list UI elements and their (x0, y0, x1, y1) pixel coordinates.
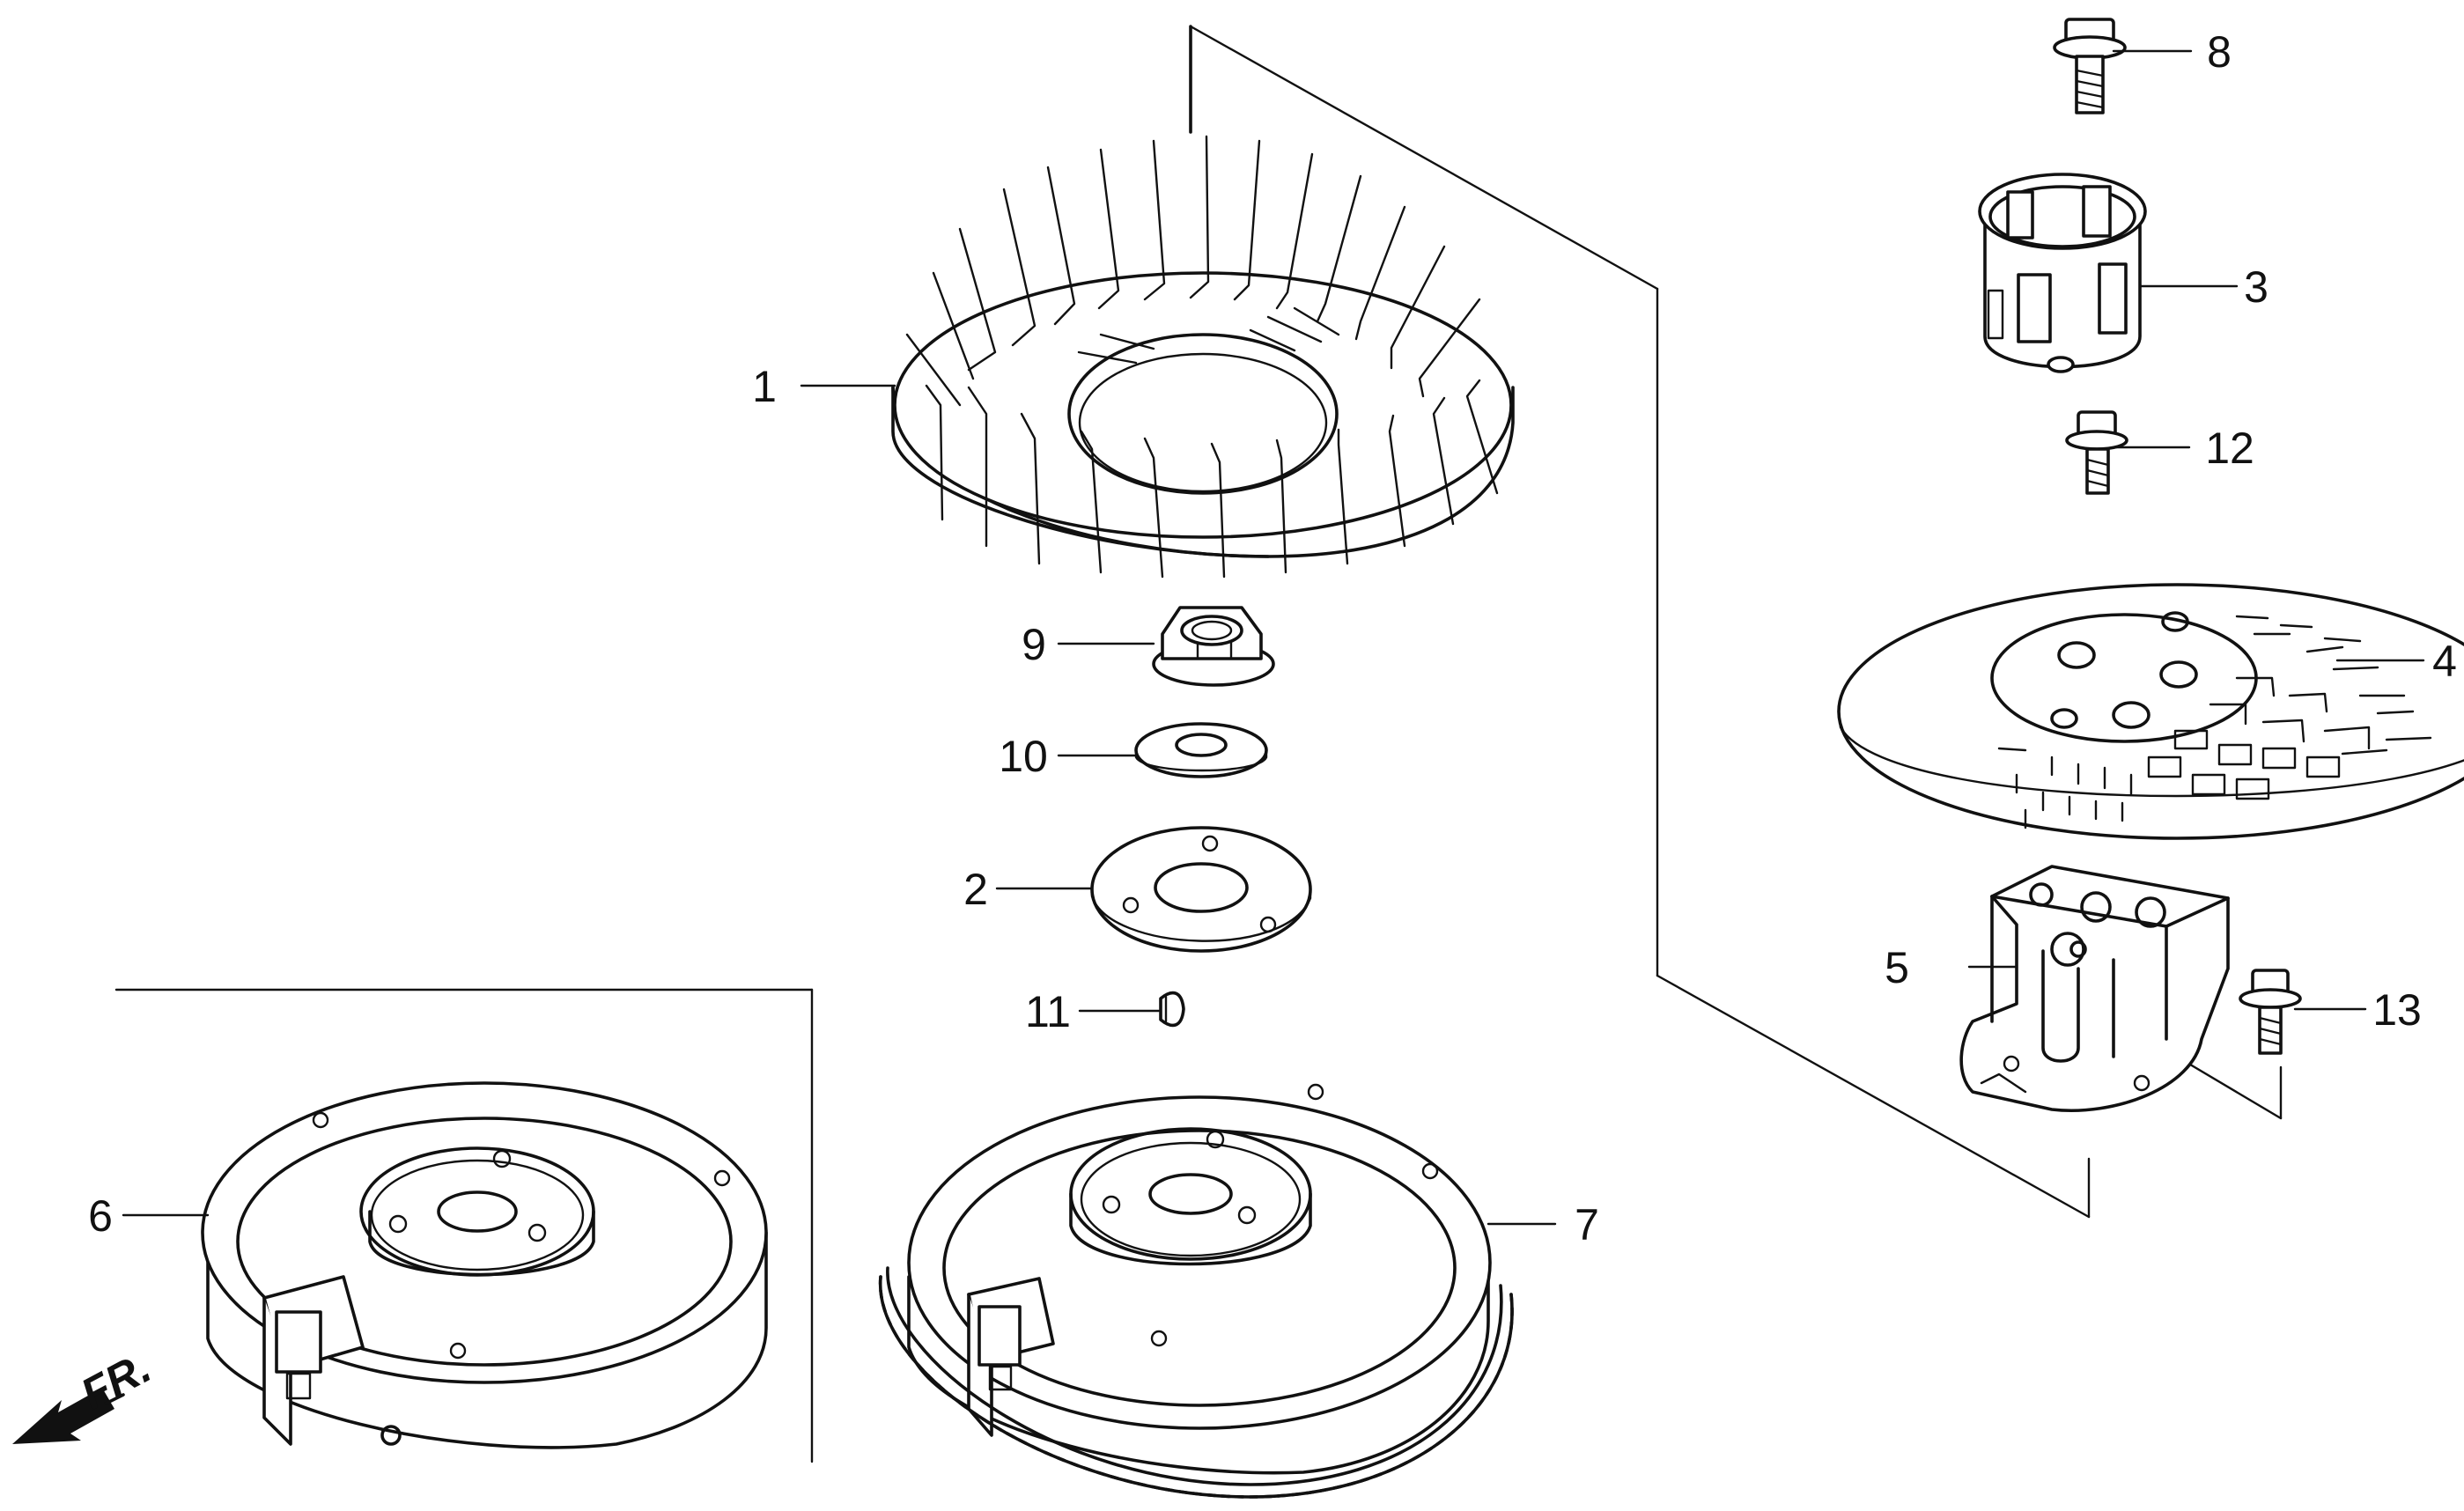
callout-6: 6 (88, 1191, 113, 1241)
callout-8: 8 (2207, 27, 2232, 77)
flywheel-7 (879, 1083, 1514, 1499)
callout-labels: 1 2 3 4 5 6 7 8 9 10 11 12 13 (88, 27, 2457, 1249)
direction-arrow-icon (104, 1393, 125, 1405)
pulley-plate (1090, 826, 1312, 953)
washer (1134, 722, 1268, 778)
flange-nut (1152, 606, 1275, 687)
woodruff-key (1159, 991, 1185, 1028)
callout-9: 9 (1022, 620, 1046, 669)
leader-lines (122, 49, 2425, 1226)
assembly-frame-left (114, 988, 814, 1463)
screen-grid (1837, 583, 2464, 840)
assembly-frame-right (1189, 25, 2283, 1219)
callout-12: 12 (2205, 424, 2254, 473)
flange-bolt-13 (2239, 969, 2302, 1055)
callout-5: 5 (1885, 943, 1909, 992)
starter-cup (1978, 173, 2147, 373)
flange-bolt-8 (2053, 18, 2127, 114)
callout-10: 10 (999, 732, 1048, 781)
callout-1: 1 (752, 362, 777, 411)
front-direction-arrow (12, 1388, 125, 1444)
flywheel-6 (201, 1081, 768, 1449)
callout-13: 13 (2372, 985, 2422, 1035)
callout-11: 11 (1025, 987, 1071, 1036)
flange-bolt-12 (2065, 410, 2128, 495)
pulley-bracket (1959, 865, 2230, 1112)
callout-3: 3 (2244, 262, 2269, 312)
callout-4: 4 (2432, 637, 2457, 686)
callout-7: 7 (1575, 1200, 1599, 1249)
cooling-fan (891, 135, 1515, 579)
callout-2: 2 (963, 865, 988, 914)
